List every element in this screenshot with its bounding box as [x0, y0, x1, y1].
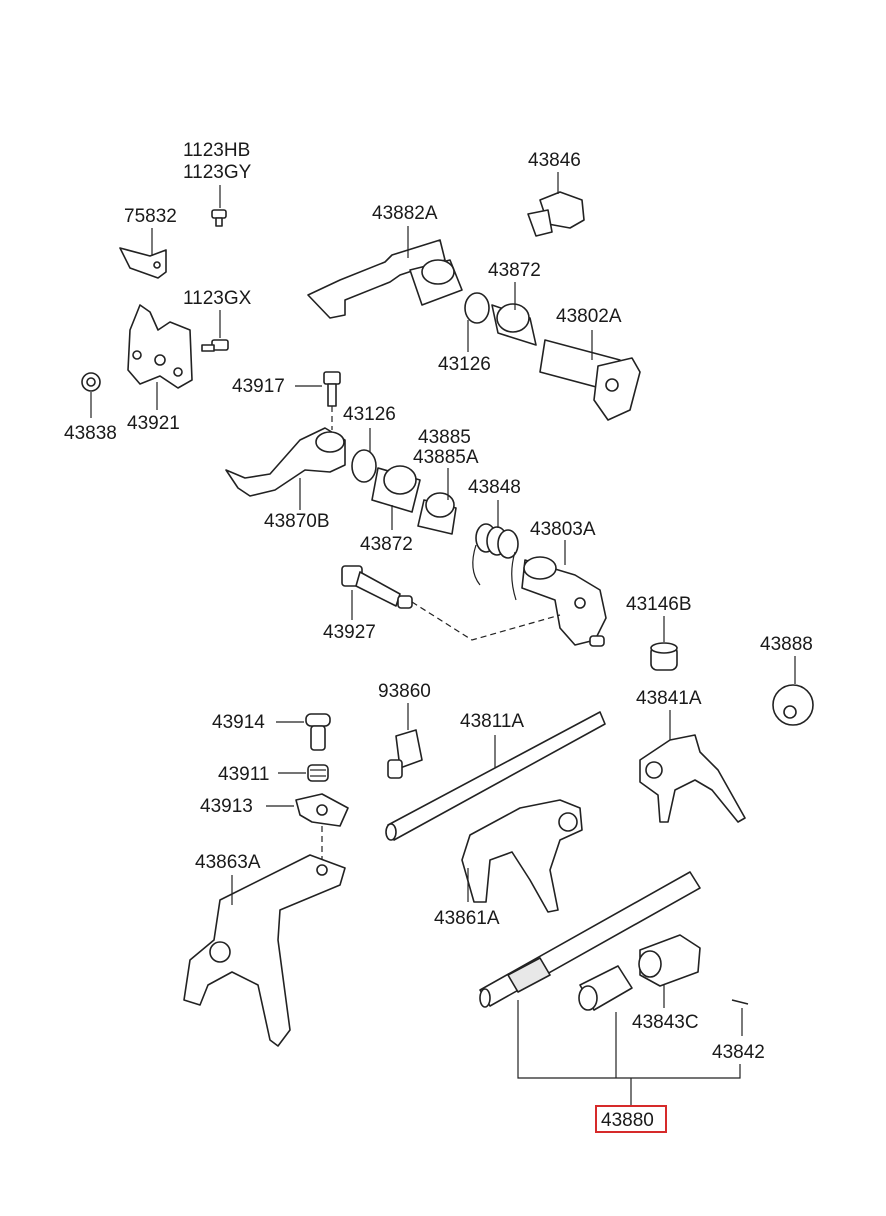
shaft-43880 — [479, 871, 701, 1008]
label-43843c: 43843C — [632, 1012, 699, 1033]
bushing-43885 — [417, 492, 457, 535]
label-43917: 43917 — [232, 376, 285, 397]
fork-43861a — [461, 799, 583, 913]
cap-43888 — [772, 684, 814, 726]
label-43848: 43848 — [468, 477, 521, 498]
highlight-box-43880 — [595, 1105, 667, 1133]
ring-43126-mid — [351, 449, 377, 483]
bushing-43146b — [650, 642, 678, 671]
label-43838: 43838 — [64, 423, 117, 444]
label-43880[interactable]: 43880 — [601, 1110, 654, 1131]
fork-43841a — [639, 734, 746, 823]
rod-43811a — [385, 711, 606, 841]
ring-43126-top — [464, 292, 490, 324]
label-43861a: 43861A — [434, 908, 500, 929]
label-1123gx: 1123GX — [183, 288, 252, 309]
label-93860: 93860 — [378, 681, 431, 702]
plate-43913 — [295, 793, 349, 827]
plug-43846 — [527, 191, 585, 237]
bushing-43872-mid — [371, 465, 421, 513]
label-43146b: 43146B — [626, 594, 692, 615]
lever-43803a — [521, 556, 607, 647]
label-43811a: 43811A — [460, 711, 524, 732]
shaft-43802a — [539, 339, 641, 421]
bushing-43872-top — [491, 303, 537, 346]
label-43872-top: 43872 — [488, 260, 541, 281]
lever-43870b — [225, 427, 346, 497]
bolt-1123gx — [201, 339, 229, 352]
bracket-75832 — [119, 247, 167, 279]
label-43126-top: 43126 — [438, 354, 491, 375]
bolt-43927 — [341, 565, 413, 609]
label-43921: 43921 — [127, 413, 180, 434]
label-43863a: 43863A — [195, 852, 261, 873]
dash-43927 — [411, 601, 561, 641]
spring-43848 — [472, 523, 519, 601]
collar-43843c — [578, 934, 701, 1011]
label-43126-mid: 43126 — [343, 404, 396, 425]
plate-43921 — [127, 304, 193, 389]
pin-43842 — [731, 999, 749, 1005]
label-43885a: 43885A — [413, 447, 479, 468]
label-75832: 75832 — [124, 206, 177, 227]
bolt-1123hb — [211, 209, 227, 227]
pin-43914 — [305, 713, 331, 751]
switch-93860 — [387, 729, 423, 779]
spring-43911 — [307, 764, 329, 782]
label-43913: 43913 — [200, 796, 253, 817]
label-43885: 43885 — [418, 427, 471, 448]
label-1123gy: 1123GY — [183, 162, 252, 183]
fork-43863a — [183, 854, 346, 1047]
label-43802a: 43802A — [556, 306, 622, 327]
label-43888: 43888 — [760, 634, 813, 655]
lever-43882a — [307, 239, 463, 319]
nut-43838 — [81, 372, 101, 392]
label-43841a: 43841A — [636, 688, 702, 709]
label-43882a: 43882A — [372, 203, 438, 224]
label-43872-mid: 43872 — [360, 534, 413, 555]
label-43927: 43927 — [323, 622, 376, 643]
label-43846: 43846 — [528, 150, 581, 171]
label-43842: 43842 — [712, 1042, 765, 1063]
assy-bracket — [517, 1000, 741, 1079]
label-43914: 43914 — [212, 712, 265, 733]
label-1123hb: 1123HB — [183, 140, 250, 161]
label-43803a: 43803A — [530, 519, 596, 540]
bolt-43917 — [323, 371, 341, 407]
label-43911: 43911 — [218, 764, 269, 785]
label-43870b: 43870B — [264, 511, 330, 532]
